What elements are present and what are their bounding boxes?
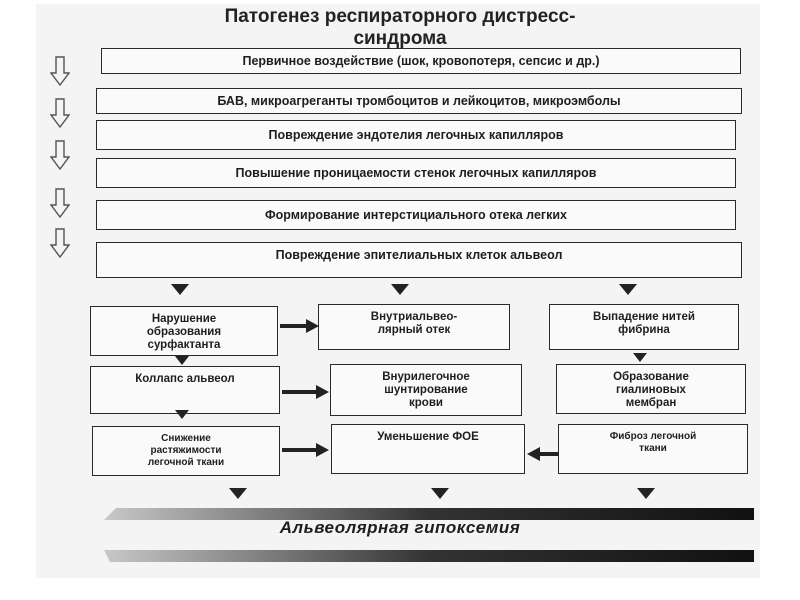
chain-box-mediators: БАВ, микроагреганты тромбоцитов и лейкоц… xyxy=(96,88,742,114)
box-surfactant-disorder: Нарушение образования сурфактанта xyxy=(90,306,278,356)
box-reduced-frc: Уменьшение ФОЕ xyxy=(331,424,525,474)
box-fibrin-deposition: Выпадение нитей фибрина xyxy=(549,304,739,350)
solid-arrow-icon xyxy=(175,356,189,365)
box-pulmonary-fibrosis: Фиброз легочной ткани xyxy=(558,424,748,474)
box-reduced-compliance: Снижение растяжимости легочной ткани xyxy=(92,426,280,476)
chain-box-epithelium-damage: Повреждение эпителиальных клеток альвеол xyxy=(96,242,742,278)
chain-box-primary-impact: Первичное воздействие (шок, кровопотеря,… xyxy=(101,48,741,74)
box-intrapulmonary-shunting: Внурилегочное шунтирование крови xyxy=(330,364,522,416)
chain-box-permeability: Повышение проницаемости стенок легочных … xyxy=(96,158,736,188)
solid-arrow-icon xyxy=(171,284,189,295)
solid-arrow-icon xyxy=(633,353,647,362)
chain-box-endothelium-damage: Повреждение эндотелия легочных капилляро… xyxy=(96,120,736,150)
solid-arrow-icon xyxy=(229,488,247,499)
solid-arrow-icon xyxy=(391,284,409,295)
hollow-down-arrow-icon xyxy=(50,140,70,170)
solid-arrow-icon xyxy=(431,488,449,499)
hollow-down-arrow-icon xyxy=(50,228,70,258)
hollow-down-arrow-icon xyxy=(50,188,70,218)
solid-arrow-icon xyxy=(280,319,319,333)
band-bottom xyxy=(104,550,754,562)
solid-arrow-icon xyxy=(282,443,329,457)
solid-arrow-icon xyxy=(637,488,655,499)
box-intraalveolar-edema: Внутриальвео- лярный отек xyxy=(318,304,510,350)
hollow-down-arrow-icon xyxy=(50,98,70,128)
box-alveolar-collapse: Коллапс альвеол xyxy=(90,366,280,414)
chain-box-interstitial-edema: Формирование интерстициального отека лег… xyxy=(96,200,736,230)
solid-arrow-icon xyxy=(282,385,329,399)
solid-arrow-icon xyxy=(175,410,189,419)
solid-arrow-icon xyxy=(527,447,559,461)
diagram-title: Патогенез респираторного дистресс- синдр… xyxy=(224,6,576,49)
solid-arrow-icon xyxy=(619,284,637,295)
hollow-down-arrow-icon xyxy=(50,56,70,86)
outcome-label: Альвеолярная гипоксемия xyxy=(279,518,521,537)
box-hyaline-membranes: Образование гиалиновых мембран xyxy=(556,364,746,414)
band-top xyxy=(104,508,754,520)
